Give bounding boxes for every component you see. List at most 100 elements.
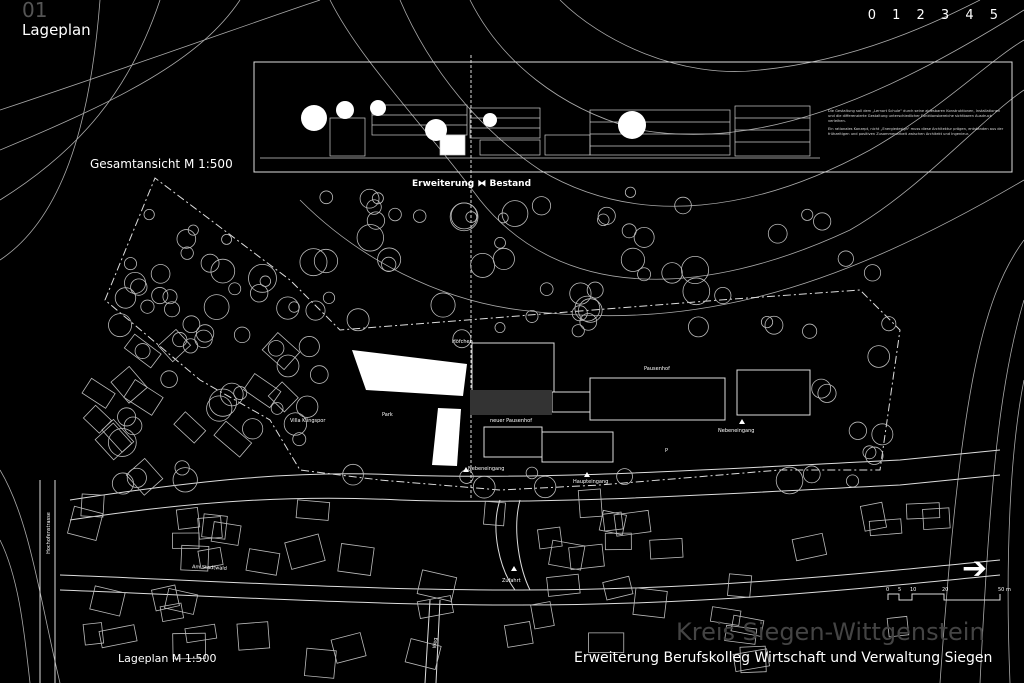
tree	[267, 340, 285, 357]
tree	[242, 418, 264, 440]
house	[868, 518, 903, 537]
tree	[182, 315, 201, 334]
house	[284, 533, 326, 570]
site-boundary	[104, 177, 901, 491]
house	[295, 499, 331, 521]
tree	[233, 326, 251, 344]
tree	[162, 289, 178, 305]
label-hofchen: Höfchen	[452, 339, 473, 345]
building-existing	[551, 391, 591, 413]
label-pausenhof: Pausenhof	[644, 366, 670, 372]
tree	[366, 199, 382, 215]
entrance-markers	[463, 419, 745, 571]
house	[180, 544, 210, 572]
label-haupteingang: Haupteingang	[573, 479, 609, 485]
tree	[817, 383, 837, 403]
house	[404, 638, 442, 670]
tree	[206, 395, 233, 422]
tree	[150, 264, 171, 284]
house	[184, 623, 218, 644]
house	[588, 632, 625, 653]
scale-tick: 0	[886, 587, 890, 593]
plan-scale-label: Lageplan M 1:500	[118, 652, 217, 665]
elevation-view	[260, 104, 820, 159]
tree	[123, 416, 143, 436]
house	[267, 381, 299, 413]
tree	[381, 256, 397, 272]
house	[632, 587, 668, 619]
tree	[208, 388, 237, 417]
house	[548, 539, 586, 571]
tree	[492, 247, 515, 271]
tree	[319, 190, 334, 205]
house	[157, 328, 192, 363]
tree	[292, 432, 307, 447]
tree	[413, 209, 427, 223]
scale-bar	[887, 593, 1001, 601]
house	[602, 511, 624, 532]
tree	[130, 278, 148, 296]
house	[89, 585, 126, 617]
building-existing	[541, 431, 614, 463]
tree	[270, 402, 284, 415]
house	[416, 569, 458, 602]
tree	[299, 248, 328, 277]
building-existing	[589, 377, 726, 421]
tree	[220, 382, 244, 407]
house	[94, 422, 133, 461]
house	[530, 601, 555, 630]
tree	[767, 223, 788, 244]
tree	[633, 226, 655, 248]
house	[709, 606, 742, 626]
label-nebeneingang: Nebeneingang	[468, 466, 505, 472]
paragraph: Ein rationales Konzept, nicht „Energiede…	[828, 127, 1004, 136]
tree	[862, 445, 877, 460]
access-road	[495, 499, 516, 591]
tree	[288, 301, 300, 313]
tree	[620, 247, 645, 272]
tree	[764, 315, 784, 335]
house	[82, 622, 105, 646]
tree	[681, 256, 710, 285]
house	[546, 573, 581, 597]
house	[416, 595, 455, 619]
tree	[228, 282, 242, 296]
scale-tick: 5	[898, 587, 902, 593]
house	[739, 645, 767, 674]
tree	[134, 343, 151, 359]
tree	[298, 336, 320, 358]
tree	[200, 253, 220, 273]
tree	[194, 329, 213, 349]
house	[245, 548, 281, 576]
tree	[203, 294, 230, 320]
tree	[259, 275, 272, 287]
page-index[interactable]: 0 1 2 3 4 5	[867, 8, 1004, 23]
tree	[221, 233, 232, 245]
house	[213, 420, 253, 458]
house	[173, 411, 207, 444]
house	[303, 647, 337, 679]
building-existing	[483, 426, 543, 458]
tree	[276, 296, 300, 320]
road-edge	[69, 474, 1001, 521]
tree	[661, 262, 683, 284]
label-bestand: Bestand	[489, 179, 532, 189]
tree	[616, 468, 633, 485]
tree	[346, 308, 370, 332]
tree	[578, 298, 603, 323]
label-villa: Villa Klingspor	[290, 418, 326, 424]
tree	[760, 315, 774, 329]
tree	[472, 475, 496, 499]
house	[859, 501, 888, 532]
tree	[571, 324, 585, 338]
tree	[494, 322, 506, 333]
paragraph: Die Gestaltung soll dem „Lernort Schule“…	[828, 109, 1001, 123]
building-existing	[471, 342, 555, 396]
tree	[688, 316, 709, 338]
tree	[801, 208, 814, 221]
houses	[67, 328, 951, 679]
tree	[183, 338, 199, 354]
road-edge	[69, 449, 1001, 501]
tree	[283, 412, 308, 436]
label-weg: Weg	[431, 637, 439, 649]
